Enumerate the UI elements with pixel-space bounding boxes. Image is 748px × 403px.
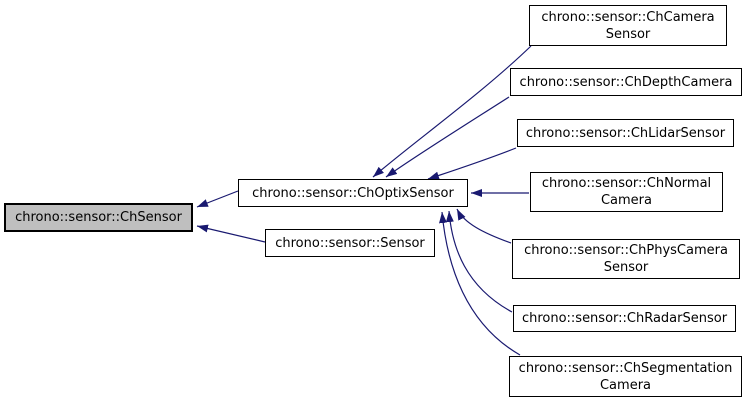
edge-chphyscamerasensor-to-choptixsensor <box>456 208 512 244</box>
node-chnormalcamera[interactable]: chrono::sensor::ChNormal Camera <box>530 172 723 212</box>
edge-chcamerasensor-to-choptixsensor <box>372 45 532 178</box>
node-chsegmentationcamera[interactable]: chrono::sensor::ChSegmentation Camera <box>509 356 742 397</box>
node-chphyscamerasensor[interactable]: chrono::sensor::ChPhysCamera Sensor <box>512 239 740 279</box>
node-chcamerasensor[interactable]: chrono::sensor::ChCamera Sensor <box>529 5 727 46</box>
edge-chdepthcamera-to-choptixsensor <box>385 96 510 178</box>
node-chradarsensor[interactable]: chrono::sensor::ChRadarSensor <box>513 305 736 332</box>
edge-sensor-to-chsensor <box>196 224 266 243</box>
node-chsensor[interactable]: chrono::sensor::ChSensor <box>4 203 193 232</box>
edge-chradarsensor-to-choptixsensor <box>445 210 513 313</box>
edge-choptixsensor-to-chsensor <box>196 190 239 208</box>
edge-chlidarsensor-to-choptixsensor <box>427 147 517 180</box>
node-choptixsensor[interactable]: chrono::sensor::ChOptixSensor <box>238 179 468 207</box>
node-sensor[interactable]: chrono::sensor::Sensor <box>265 229 435 257</box>
node-chdepthcamera[interactable]: chrono::sensor::ChDepthCamera <box>510 68 742 96</box>
node-chlidarsensor[interactable]: chrono::sensor::ChLidarSensor <box>517 119 734 147</box>
edge-chsegmentationcamera-to-choptixsensor <box>439 211 521 356</box>
